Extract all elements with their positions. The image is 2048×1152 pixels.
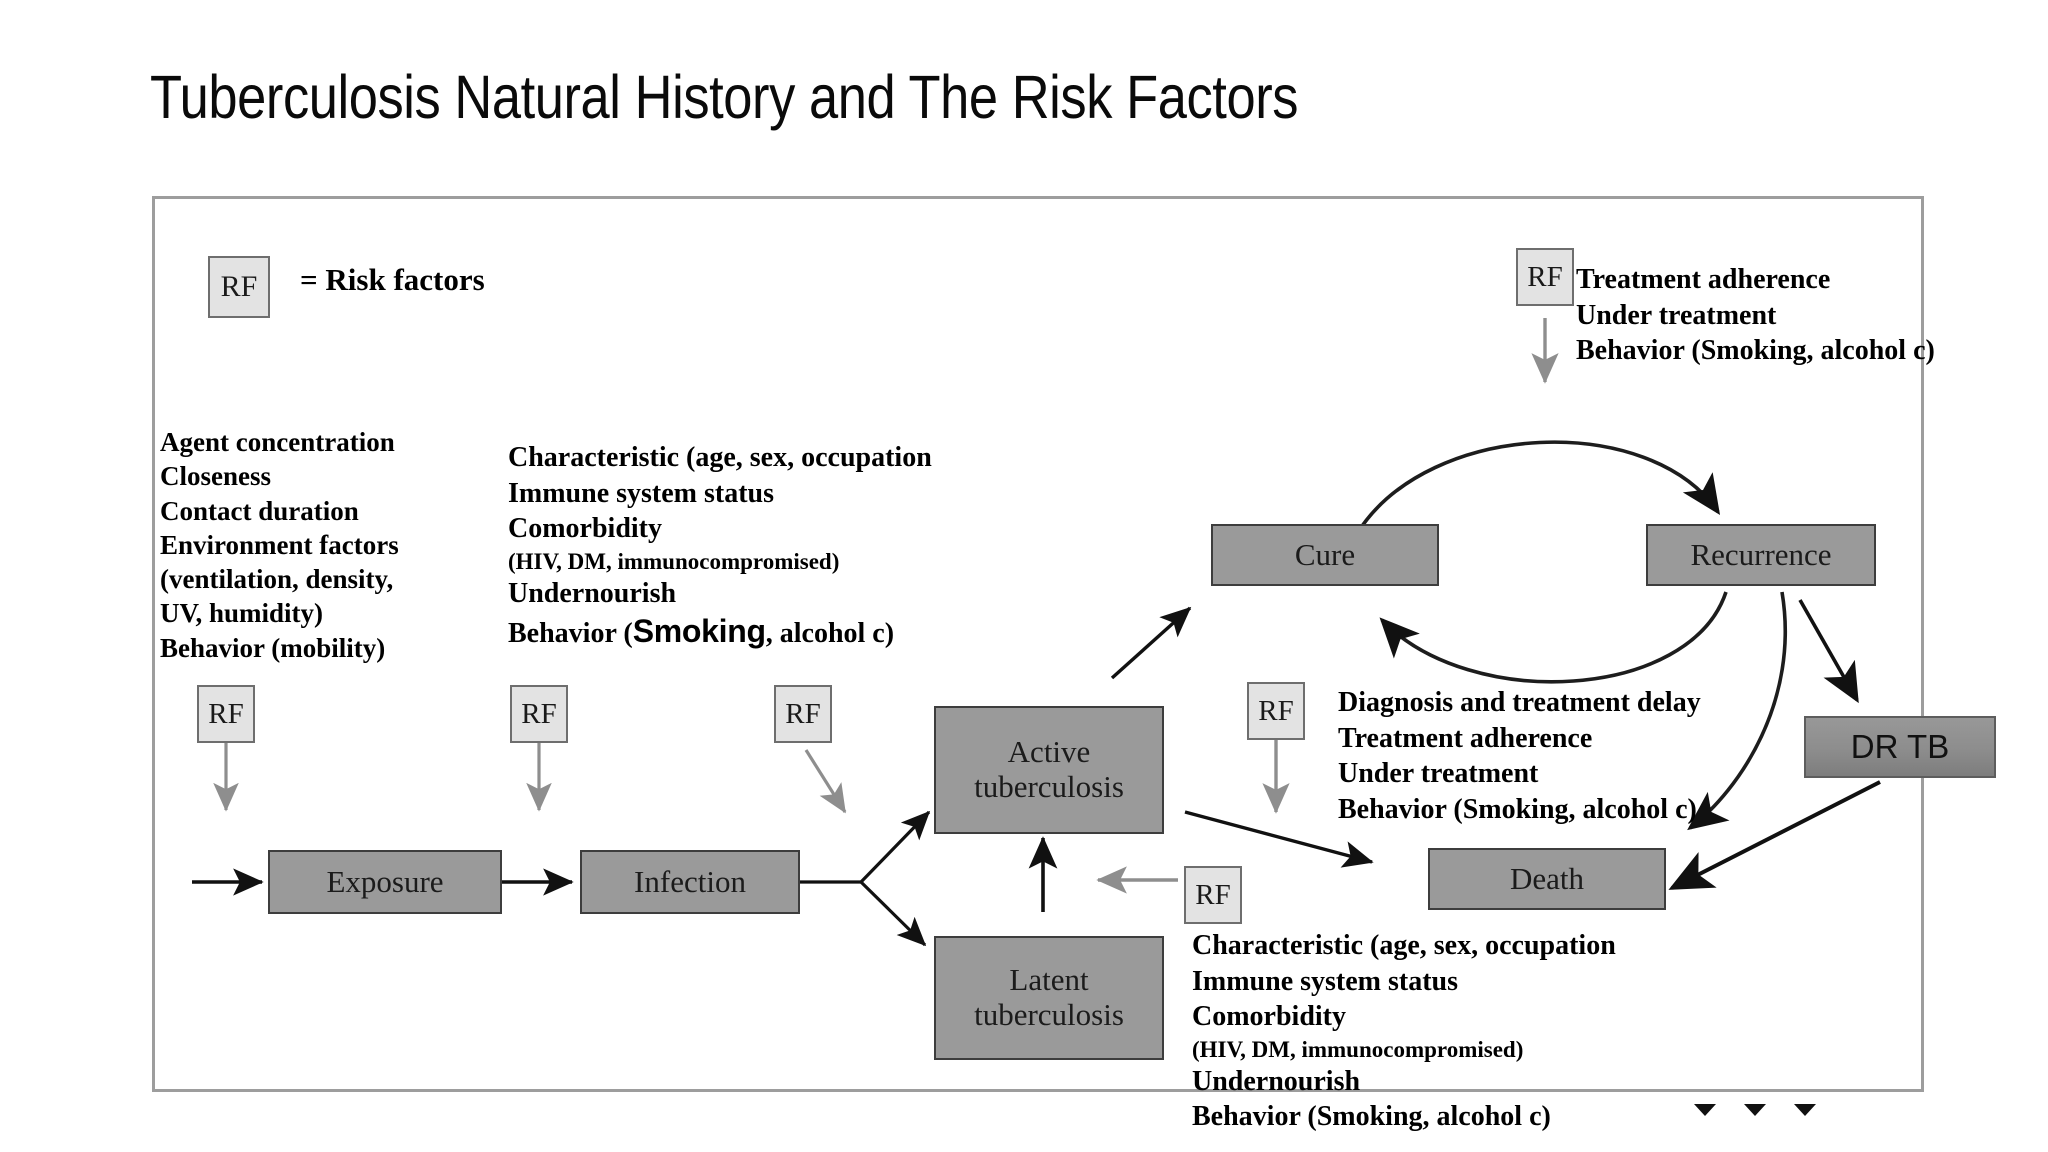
rf-line: Agent concentration — [160, 427, 395, 457]
node-label-line2: tuberculosis — [974, 997, 1124, 1032]
rf-line: Treatment adherence — [1338, 722, 1593, 754]
bottom-tick-marker — [1744, 1104, 1766, 1116]
node-label-line1: Active — [1007, 734, 1091, 770]
node-exposure: Exposure — [268, 850, 502, 914]
node-latent-tuberculosis: Latent tuberculosis — [934, 936, 1164, 1060]
node-recurrence: Recurrence — [1646, 524, 1876, 586]
rf-line: Environment factors — [160, 529, 399, 560]
diagram-panel — [152, 196, 1924, 1092]
behavior-emphasis: Smoking — [632, 613, 766, 650]
rf-chip-activetb: RF — [774, 685, 832, 743]
rf-chip-infection: RF — [510, 685, 568, 743]
rf-line: Behavior (Smoking, alcohol c) — [1338, 793, 1697, 825]
rf-line: Treatment adherence — [1576, 264, 1831, 295]
node-active-tuberculosis: Active tuberculosis — [934, 706, 1164, 834]
risk-factors-treatment-top: Treatment adherence Under treatment Beha… — [1576, 262, 1935, 369]
rf-line: Diagnosis and treatment delay — [1338, 687, 1701, 718]
legend-label: = Risk factors — [300, 262, 485, 297]
behavior-suffix: , alcohol c) — [765, 618, 895, 650]
rf-line: Comorbidity — [508, 513, 662, 545]
rf-chip-treatment-top: RF — [1516, 248, 1574, 306]
rf-chip-outcome: RF — [1247, 682, 1305, 740]
rf-line: Contact duration — [160, 495, 359, 526]
page-title: Tuberculosis Natural History and The Ris… — [150, 63, 1299, 131]
legend-rf-chip: RF — [208, 256, 270, 318]
rf-line: Behavior (Smoking, alcohol c) — [1192, 1101, 1551, 1133]
bottom-tick-marker — [1694, 1104, 1716, 1116]
rf-chip-reactivation: RF — [1184, 866, 1242, 924]
node-death: Death — [1428, 848, 1666, 910]
rf-line: Behavior (mobility) — [160, 632, 386, 663]
rf-chip-exposure: RF — [197, 685, 255, 743]
rf-line: (ventilation, density, — [160, 564, 394, 595]
rf-line-small: (HIV, DM, immunocompromised) — [1192, 1036, 1524, 1062]
node-cure: Cure — [1211, 524, 1439, 586]
risk-factors-exposure: Agent concentration Closeness Contact du… — [160, 425, 399, 665]
rf-line: Comorbidity — [1192, 1001, 1346, 1033]
rf-line: Characteristic (age, sex, occupation — [1192, 930, 1616, 961]
rf-line: Under treatment — [1338, 758, 1539, 790]
rf-line: Immune system status — [508, 477, 774, 509]
node-infection: Infection — [580, 850, 800, 914]
rf-line: Immune system status — [1192, 965, 1458, 997]
node-dr-tb: DR TB — [1804, 716, 1996, 778]
rf-line: Closeness — [160, 461, 272, 492]
rf-line-small: (HIV, DM, immunocompromised) — [508, 548, 840, 574]
risk-factors-infection: Characteristic (age, sex, occupation Imm… — [508, 440, 932, 652]
bottom-tick-marker — [1794, 1104, 1816, 1116]
node-label-line1: Latent — [1009, 962, 1089, 998]
node-label-line2: tuberculosis — [974, 769, 1124, 804]
behavior-prefix: Behavior ( — [508, 618, 633, 650]
rf-line: Behavior (Smoking, alcohol c) — [1576, 335, 1935, 367]
rf-line: Undernourish — [508, 577, 677, 609]
risk-factors-reactivation: Characteristic (age, sex, occupation Imm… — [1192, 928, 1616, 1135]
rf-line: Characteristic (age, sex, occupation — [508, 442, 932, 473]
rf-line: UV, humidity) — [160, 598, 324, 629]
risk-factors-outcome: Diagnosis and treatment delay Treatment … — [1338, 685, 1701, 827]
rf-line: Undernourish — [1192, 1065, 1361, 1097]
rf-line-behavior: Behavior (Smoking, alcohol c) — [508, 611, 932, 652]
rf-line: Under treatment — [1576, 299, 1777, 331]
